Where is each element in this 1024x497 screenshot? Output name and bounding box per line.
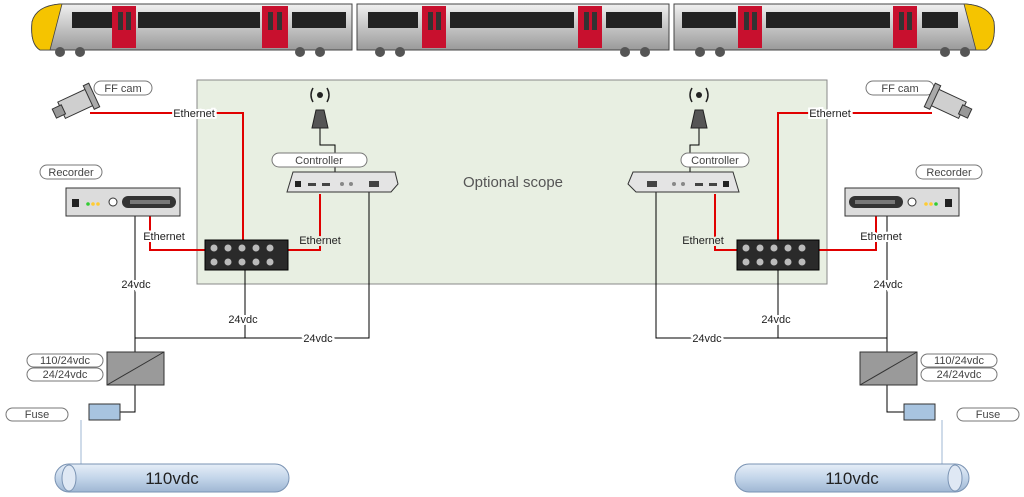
left-fuse: Fuse	[5, 403, 121, 422]
left-24vdc-switch-label: 24vdc	[228, 314, 258, 326]
left-ethernet-cam-label: Ethernet	[173, 108, 215, 120]
train-image	[31, 3, 995, 57]
right-24vdc-bus-label: 24vdc	[692, 333, 722, 345]
left-controller: Controller	[271, 87, 399, 193]
right-ethernet-recorder-label: Ethernet	[860, 231, 902, 243]
left-24vdc-bus-label: 24vdc	[303, 333, 333, 345]
left-antenna-icon	[311, 109, 329, 129]
right-ethernet-cam-label: Ethernet	[809, 108, 851, 120]
right-ethernet-controller-label: Ethernet	[682, 235, 724, 247]
left-ff-cam-label: FF cam	[104, 83, 141, 95]
right-controller: Controller	[627, 87, 750, 193]
right-controller-label: Controller	[691, 155, 739, 167]
right-antenna-icon	[690, 109, 708, 129]
right-converter-label-2: 24/24vdc	[937, 369, 982, 381]
left-controller-label: Controller	[295, 155, 343, 167]
left-fuse-label: Fuse	[25, 409, 49, 421]
left-ethernet-recorder-label: Ethernet	[143, 231, 185, 243]
right-network-switch	[736, 239, 820, 271]
left-ethernet-lines	[90, 112, 321, 251]
right-converter-label-1: 110/24vdc	[934, 355, 984, 367]
right-24vdc-recorder-label: 24vdc	[873, 279, 903, 291]
right-24vdc-switch-label: 24vdc	[761, 314, 791, 326]
right-supply-label: 110vdc	[825, 469, 879, 488]
left-converter: 110/24vdc 24/24vdc	[26, 351, 165, 386]
left-recorder-label: Recorder	[48, 167, 94, 179]
left-ff-cam: FF cam	[51, 80, 153, 120]
right-supply-pipe: 110vdc	[734, 463, 970, 493]
left-supply-pipe: 110vdc	[54, 463, 290, 493]
right-fuse-label: Fuse	[976, 409, 1000, 421]
left-converter-label-2: 24/24vdc	[43, 369, 88, 381]
right-recorder-label: Recorder	[926, 167, 972, 179]
left-supply-label: 110vdc	[145, 469, 199, 488]
left-converter-label-1: 110/24vdc	[40, 355, 90, 367]
right-camera-icon	[923, 82, 973, 120]
left-camera-icon	[51, 82, 101, 120]
left-network-switch	[204, 239, 289, 271]
right-ethernet-lines	[714, 112, 932, 251]
optional-scope-label: Optional scope	[463, 174, 563, 191]
right-ff-cam-label: FF cam	[881, 83, 918, 95]
right-recorder: Recorder	[844, 164, 983, 217]
right-ff-cam: FF cam	[865, 80, 973, 120]
left-ethernet-controller-label: Ethernet	[299, 235, 341, 247]
right-converter: 110/24vdc 24/24vdc	[859, 351, 998, 386]
right-fuse: Fuse	[903, 403, 1020, 422]
left-24vdc-recorder-label: 24vdc	[121, 279, 151, 291]
left-recorder: Recorder	[39, 164, 181, 217]
